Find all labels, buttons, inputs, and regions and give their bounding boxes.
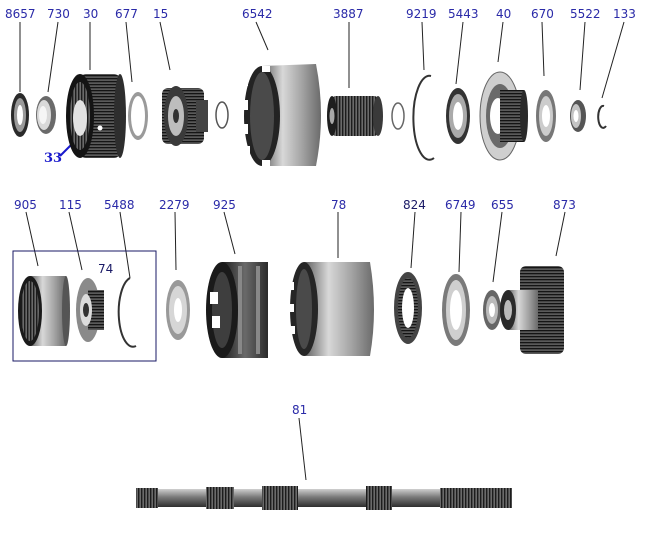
part-730-bushing [36, 96, 56, 134]
leader-lines [19, 21, 625, 481]
part-30-ring-gear-drum [66, 74, 126, 158]
callout-5488: 5488 [104, 198, 135, 212]
callout-5443: 5443 [448, 7, 479, 21]
part-ring-3887 [391, 102, 405, 130]
part-81-output-shaft [136, 486, 512, 510]
callout-824: 824 [403, 198, 426, 212]
callout-9219: 9219 [406, 7, 437, 21]
callout-677: 677 [115, 7, 138, 21]
callout-33: 33 [44, 151, 63, 166]
callout-2279: 2279 [159, 198, 190, 212]
part-677-washer [128, 92, 148, 140]
part-40-clutch-assembly [479, 71, 528, 161]
part-2279-washer [166, 280, 190, 340]
callout-873: 873 [553, 198, 576, 212]
callout-78: 78 [331, 198, 347, 212]
callout-5522: 5522 [570, 7, 601, 21]
part-670-washer [536, 90, 556, 142]
part-873-hub [500, 266, 564, 354]
callout-6749: 6749 [445, 198, 476, 212]
callout-670: 670 [531, 7, 554, 21]
callout-30: 30 [83, 7, 99, 21]
callout-655: 655 [491, 198, 514, 212]
part-133-snap-ring [597, 104, 607, 129]
part-655-washer [483, 290, 501, 330]
callout-74: 74 [98, 262, 114, 276]
part-115-planet-carrier [76, 278, 104, 342]
part-9219-snap-ring [412, 74, 435, 161]
part-925-drum [206, 262, 268, 358]
callout-133: 133 [613, 7, 636, 21]
callout-905: 905 [14, 198, 37, 212]
part-6749-race [442, 274, 470, 346]
part-3887-sun-gear [327, 96, 383, 136]
callout-15: 15 [153, 7, 169, 21]
callout-8657: 8657 [5, 7, 36, 21]
callout-81: 81 [292, 403, 308, 417]
callout-925: 925 [213, 198, 236, 212]
part-78-clutch-drum [289, 262, 374, 356]
part-5488-snap-ring [117, 277, 137, 348]
part-15-planet-carrier [162, 86, 208, 146]
part-5443-washer [446, 88, 470, 144]
part-5522-bearing [570, 100, 586, 132]
callout-6542: 6542 [242, 7, 273, 21]
callout-3887: 3887 [333, 7, 364, 21]
part-824-roller-clutch [394, 272, 422, 344]
group-74-box [12, 250, 157, 362]
part-snap-ring-small [215, 101, 229, 129]
part-905-ring-gear [18, 276, 70, 346]
callout-730: 730 [47, 7, 70, 21]
callout-115: 115 [59, 198, 82, 212]
callout-40: 40 [496, 7, 512, 21]
part-6542-drum [242, 64, 321, 166]
part-8657-washer [11, 93, 29, 137]
